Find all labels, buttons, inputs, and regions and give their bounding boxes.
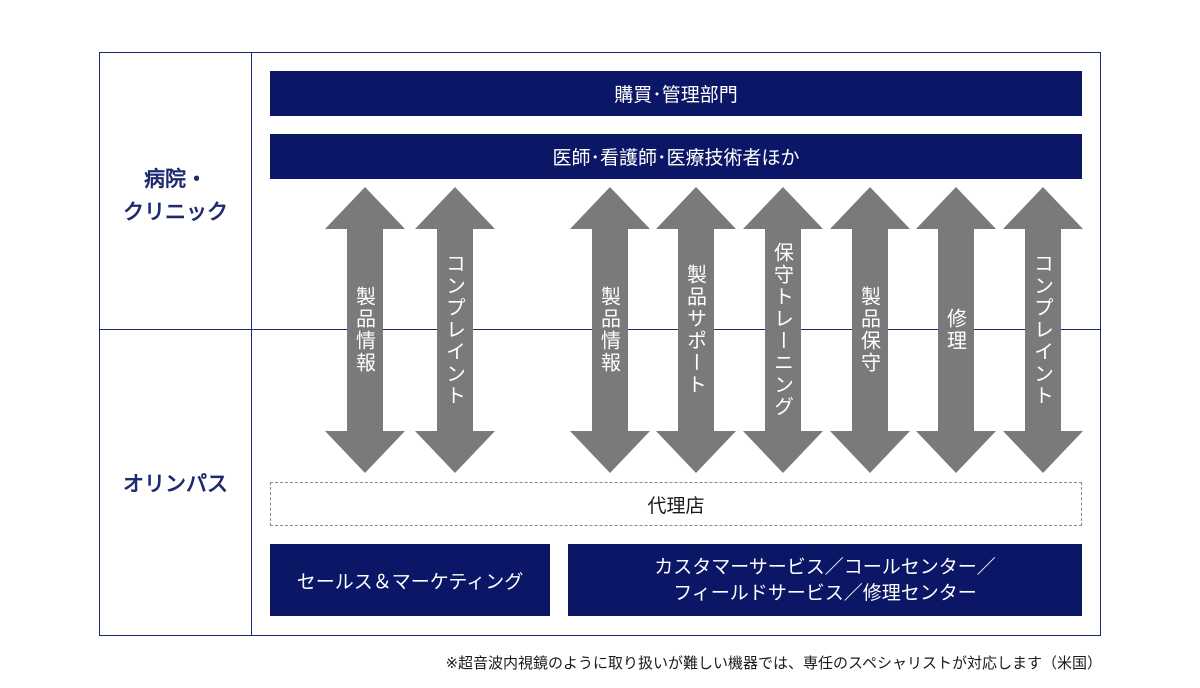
hospital-label-line1: 病院・ <box>144 167 207 191</box>
customer-service-line1: カスタマーサービス／コールセンター／ <box>654 556 996 578</box>
bidirectional-arrow: 製品保守 <box>830 187 910 473</box>
double-arrow-shape <box>325 187 405 473</box>
double-arrow-icon <box>325 187 405 473</box>
double-arrow-shape <box>656 187 736 473</box>
double-arrow-icon <box>656 187 736 473</box>
arrow-label: コンプレイント <box>442 253 467 407</box>
medical-staff-bar: 医師･看護師･医療技術者ほか <box>270 134 1082 179</box>
double-arrow-icon <box>570 187 650 473</box>
bidirectional-arrow: コンプレイント <box>415 187 495 473</box>
arrow-label: 保守トレーニング <box>770 242 795 418</box>
double-arrow-icon <box>1003 187 1083 473</box>
bidirectional-arrow: コンプレイント <box>1003 187 1083 473</box>
arrow-label: 製品情報 <box>352 286 377 374</box>
double-arrow-icon <box>830 187 910 473</box>
arrow-label: コンプレイント <box>1030 253 1055 407</box>
arrow-label: 製品サポート <box>683 264 708 396</box>
double-arrow-shape <box>916 187 996 473</box>
bidirectional-arrow: 修理 <box>916 187 996 473</box>
side-label-column <box>99 52 252 636</box>
arrow-label: 製品保守 <box>857 286 882 374</box>
bidirectional-arrow: 製品情報 <box>325 187 405 473</box>
footnote: ※超音波内視鏡のように取り扱いが難しい機器では、専任のスペシャリストが対応します… <box>445 654 1102 672</box>
double-arrow-shape <box>415 187 495 473</box>
bidirectional-arrow: 保守トレーニング <box>743 187 823 473</box>
agency-box: 代理店 <box>270 482 1082 526</box>
double-arrow-shape <box>830 187 910 473</box>
hospital-label: 病院・ クリニック <box>99 163 252 229</box>
double-arrow-icon <box>743 187 823 473</box>
double-arrow-icon <box>415 187 495 473</box>
double-arrow-icon <box>916 187 996 473</box>
bidirectional-arrow: 製品サポート <box>656 187 736 473</box>
sales-marketing-box: セールス＆マーケティング <box>270 544 550 616</box>
diagram-frame <box>99 52 1101 636</box>
double-arrow-shape <box>1003 187 1083 473</box>
arrow-label: 製品情報 <box>597 286 622 374</box>
purchasing-department-bar: 購買･管理部門 <box>270 71 1082 116</box>
double-arrow-shape <box>570 187 650 473</box>
hospital-label-line2: クリニック <box>123 200 228 224</box>
arrow-label: 修理 <box>943 308 968 352</box>
double-arrow-shape <box>743 187 823 473</box>
customer-service-line2: フィールドサービス／修理センター <box>673 582 977 604</box>
olympus-label: オリンパス <box>123 472 228 496</box>
customer-service-box: カスタマーサービス／コールセンター／ フィールドサービス／修理センター <box>568 544 1082 616</box>
bidirectional-arrow: 製品情報 <box>570 187 650 473</box>
